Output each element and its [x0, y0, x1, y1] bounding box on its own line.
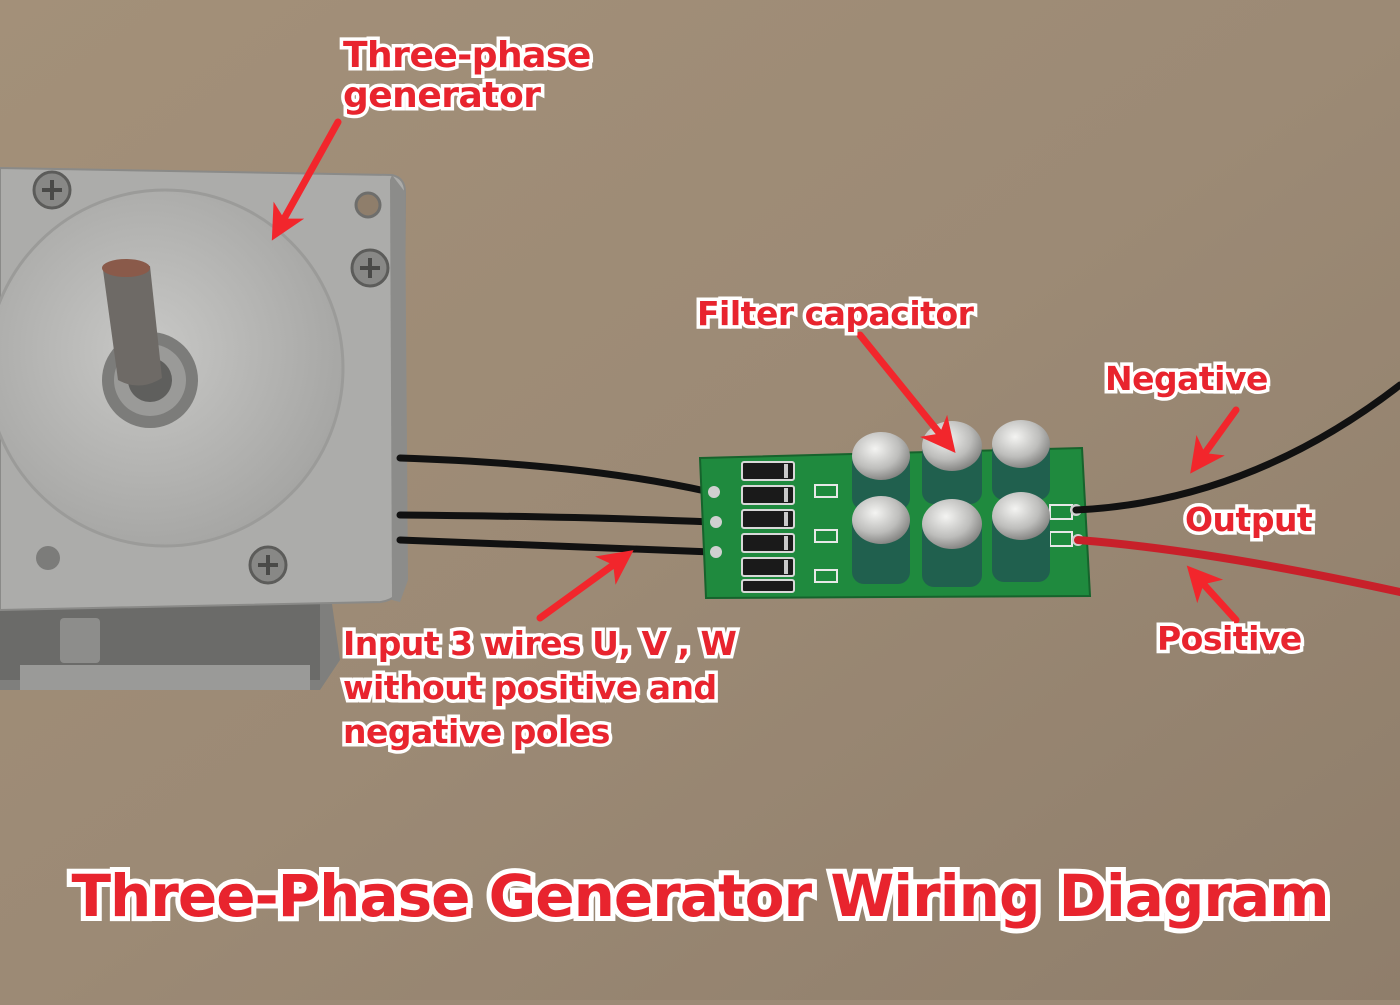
positive-label: Positive: [1154, 617, 1306, 661]
input-label-line: without positive and: [339, 664, 720, 710]
annotation-arrows: [271, 118, 1240, 624]
screw-icon: [248, 545, 288, 585]
input-wires: [396, 454, 716, 556]
output-label: Output: [1181, 498, 1316, 542]
motor-shaft: [103, 266, 162, 386]
capacitor: [992, 420, 1050, 500]
negative-arrow: [1190, 406, 1240, 474]
generator-label-line: generator: [340, 72, 545, 120]
generator-label: Three-phase generator: [340, 32, 595, 120]
screw-icon: [32, 170, 72, 210]
positive-arrow: [1186, 565, 1240, 624]
capacitor: [852, 496, 910, 584]
capacitor: [852, 432, 910, 510]
negative-wire: [1072, 381, 1400, 514]
generator-motor: [0, 166, 408, 690]
filter-capacitor-label: Filter capacitor: [693, 292, 977, 336]
capacitor: [992, 492, 1050, 582]
generator-label-line: Three-phase: [340, 32, 595, 80]
generator-arrow: [271, 118, 342, 241]
capacitor: [922, 421, 982, 504]
input-label-line: Input 3 wires U, V , W: [339, 621, 740, 667]
filter-capacitors: [852, 420, 1050, 587]
input-wires-label: Input 3 wires U, V , W without positive …: [339, 621, 740, 755]
filter-capacitor-arrow: [856, 331, 956, 454]
negative-label: Negative: [1102, 357, 1272, 401]
positive-wire: [1074, 536, 1400, 596]
screw-icon: [350, 248, 390, 288]
capacitor: [922, 499, 982, 587]
input-label-line: negative poles: [339, 708, 613, 754]
input-arrow: [536, 550, 634, 622]
diagram-title: Three-Phase Generator Wiring Diagram: [66, 857, 1334, 935]
